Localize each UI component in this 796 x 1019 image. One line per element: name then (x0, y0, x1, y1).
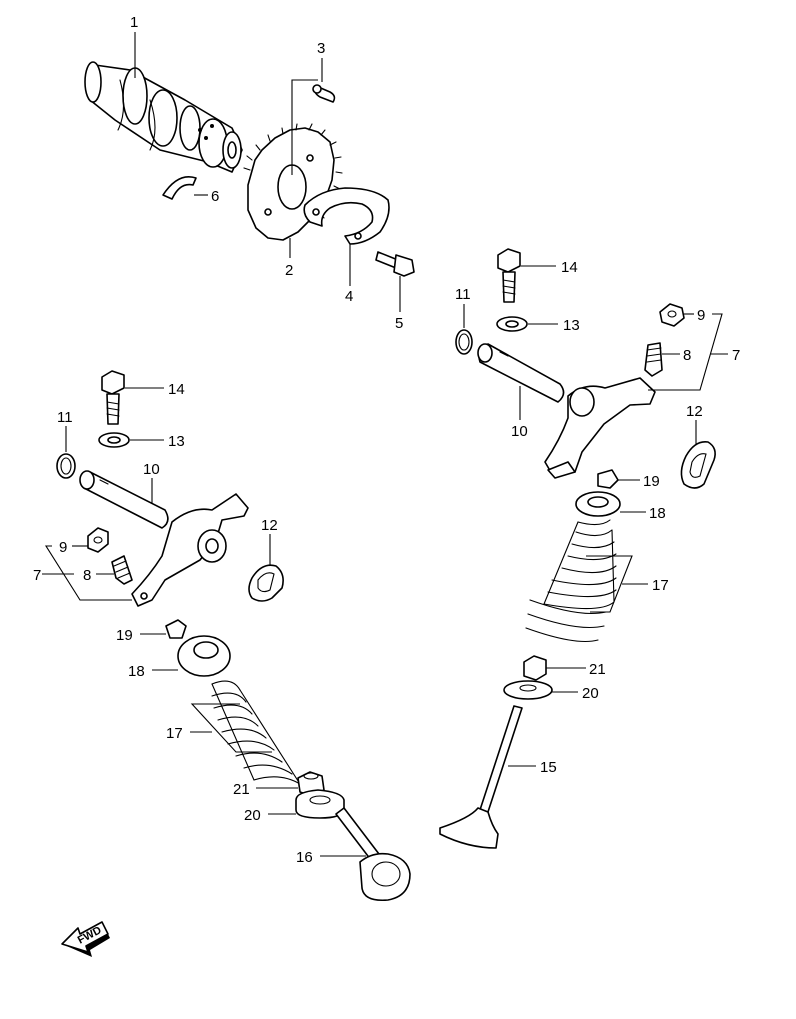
spring-retainer-left (177, 635, 231, 677)
callout-labels: 1 6 3 2 4 5 14 13 11 10 9 8 7 12 19 18 1… (33, 14, 740, 866)
valve-seal-right (523, 655, 547, 681)
callout-11-right: 11 (455, 286, 471, 303)
callout-5: 5 (395, 315, 403, 332)
rocker-shaft-left (79, 470, 169, 529)
callout-20-right: 20 (582, 685, 599, 702)
callout-19-right: 19 (643, 473, 660, 490)
gasket-left (248, 564, 284, 602)
callout-14-left: 14 (168, 381, 185, 398)
callout-12-left: 12 (261, 517, 278, 534)
callout-21-right: 21 (589, 661, 606, 678)
callout-6: 6 (211, 188, 219, 205)
camshaft (84, 61, 243, 173)
valve-left (335, 807, 411, 902)
gasket-right (680, 440, 716, 489)
adjust-screw-right (644, 342, 663, 377)
callout-18-left: 18 (128, 663, 145, 680)
rocker-shaft-bolt-left (101, 370, 125, 425)
valve-right (439, 705, 523, 849)
sprocket-plate (303, 187, 390, 245)
circlip (162, 176, 197, 200)
callout-13-left: 13 (168, 433, 185, 450)
valve-springs-right (525, 519, 617, 643)
o-ring-left (56, 453, 76, 479)
callout-20-left: 20 (244, 807, 261, 824)
callout-9-right: 9 (697, 307, 705, 324)
callout-4: 4 (345, 288, 353, 305)
callout-21-left: 21 (233, 781, 250, 798)
dowel-pin (312, 84, 336, 103)
callout-12-right: 12 (686, 403, 703, 420)
callout-8-right: 8 (683, 347, 691, 364)
rocker-shaft-bolt-right (497, 248, 521, 303)
callout-10-right: 10 (511, 423, 528, 440)
washer-right (496, 316, 528, 332)
adjust-screw-left (111, 555, 133, 585)
cotter-right (597, 469, 619, 489)
callout-7-right: 7 (732, 347, 740, 364)
callout-19-left: 19 (116, 627, 133, 644)
rocker-shaft-right (477, 343, 565, 403)
leader-lines (42, 32, 728, 857)
cam-sprocket (243, 123, 343, 241)
valve-springs-left (211, 680, 301, 785)
callout-9-left: 9 (59, 539, 67, 556)
lock-nut-left (87, 527, 109, 553)
callout-14-right: 14 (561, 259, 578, 276)
callout-16: 16 (296, 849, 313, 866)
callout-2: 2 (285, 262, 293, 279)
spring-seat-right (503, 680, 553, 700)
fwd-arrow: FWD (61, 921, 110, 957)
callout-1: 1 (130, 14, 138, 31)
sprocket-bolt (375, 251, 415, 277)
callout-15: 15 (540, 759, 557, 776)
rocker-arm-left (131, 493, 249, 607)
callout-7-left: 7 (33, 567, 41, 584)
lock-nut-right (659, 303, 685, 327)
washer-left (98, 432, 130, 448)
callout-18-right: 18 (649, 505, 666, 522)
o-ring-right (455, 329, 473, 355)
callout-8-left: 8 (83, 567, 91, 584)
spring-retainer-right (575, 491, 621, 517)
callout-13-right: 13 (563, 317, 580, 334)
callout-17-left: 17 (166, 725, 183, 742)
callout-3: 3 (317, 40, 325, 57)
callout-10-left: 10 (143, 461, 160, 478)
rocker-arm-right (544, 377, 656, 479)
callout-11-left: 11 (57, 409, 73, 426)
callout-17-right: 17 (652, 577, 669, 594)
cotter-left (165, 619, 187, 639)
